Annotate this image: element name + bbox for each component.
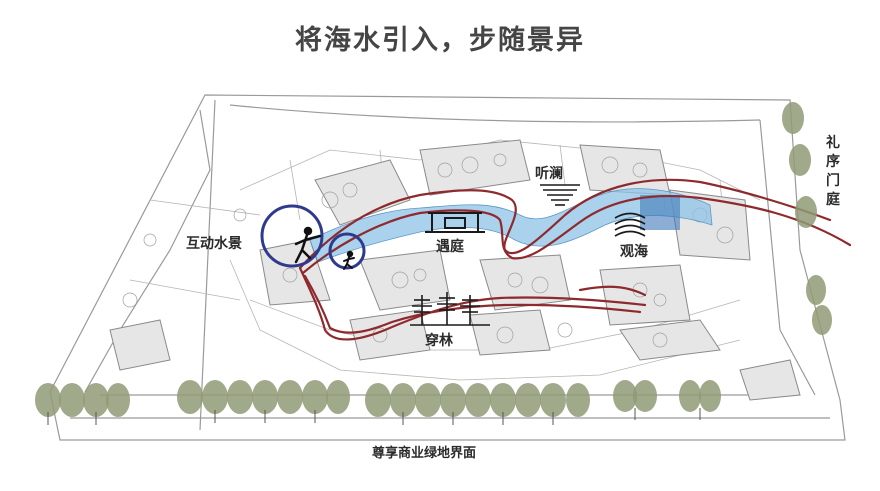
water-cascade <box>640 195 680 230</box>
label-interactive-water: 互动水景 <box>186 236 242 252</box>
bottom-tree-row <box>35 380 721 417</box>
label-yuting: 遇庭 <box>436 239 464 255</box>
tinglan-wave-icon <box>540 184 580 206</box>
label-chuanlin: 穿林 <box>425 333 453 349</box>
bottom-tree-trunks <box>47 408 701 425</box>
page-title: 将海水引入，步随景异 <box>295 25 585 56</box>
yuting-pavilion-icon <box>425 212 485 233</box>
right-tree-column <box>782 102 832 335</box>
guanhai-wave-icon <box>614 212 646 237</box>
label-guanhai: 观海 <box>620 244 648 260</box>
jumping-figure-icon <box>294 226 322 264</box>
label-ceremonial-gate: 礼序门庭 <box>826 135 840 208</box>
running-child-icon <box>343 250 355 270</box>
label-commercial-edge: 尊享商业绿地界面 <box>372 446 477 461</box>
planting-texture <box>122 153 734 348</box>
label-tinglan: 听澜 <box>535 166 563 182</box>
interaction-circle-small <box>328 232 366 270</box>
chuanlin-trees-icon <box>410 292 490 326</box>
building-blocks <box>109 139 801 401</box>
interaction-circle-large <box>260 204 324 268</box>
circulation-route <box>298 178 852 341</box>
